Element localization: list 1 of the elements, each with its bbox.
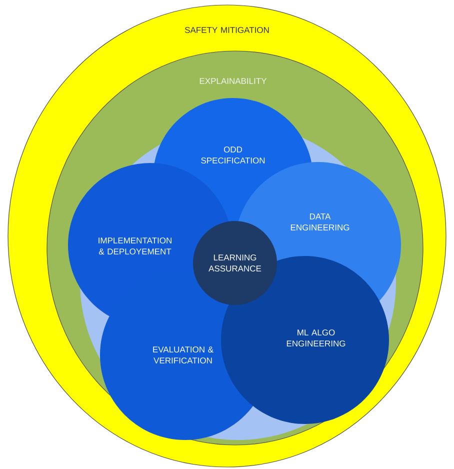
- node-label: EVALUATION & VERIFICATION: [153, 346, 214, 364]
